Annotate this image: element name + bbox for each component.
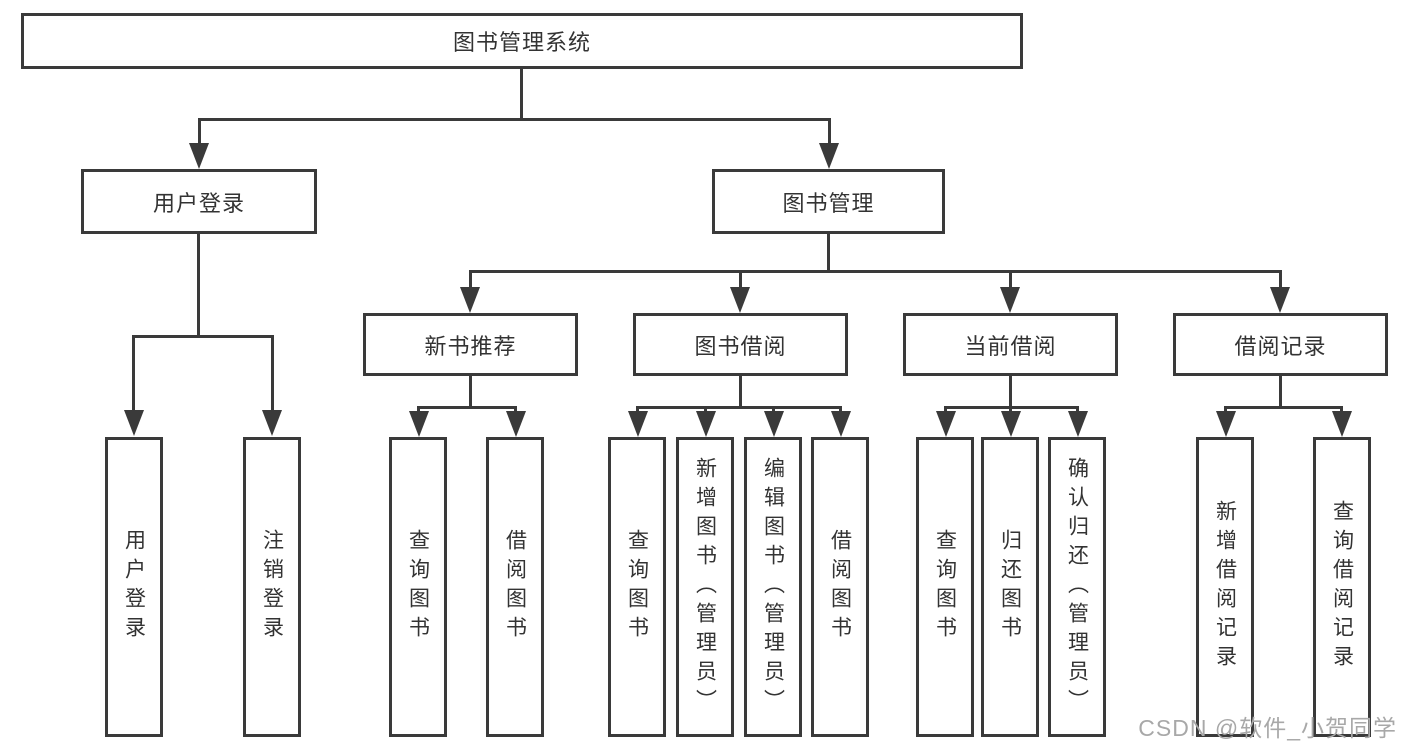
connector-line [772, 406, 775, 414]
arrow-down-icon [460, 287, 480, 313]
leaf-cb-return-books: 归还图书 [981, 437, 1039, 737]
connector-line [132, 335, 274, 338]
csdn-watermark: CSDN @软件_小贺同学 [1138, 715, 1397, 741]
connector-line [1224, 406, 1227, 414]
connector-line [704, 406, 707, 414]
arrow-down-icon [1068, 411, 1088, 437]
leaf-cb-confirm-return-admin: 确认归还（管理员） [1048, 437, 1106, 737]
connector-line [197, 234, 200, 338]
arrow-down-icon [409, 411, 429, 437]
connector-line [520, 69, 523, 119]
connector-line [1009, 376, 1012, 408]
connector-line [1076, 406, 1079, 414]
arrow-down-icon [936, 411, 956, 437]
connector-line [739, 376, 742, 408]
arrow-down-icon [730, 287, 750, 313]
leaf-br-query-record: 查询借阅记录 [1313, 437, 1371, 737]
connector-line [1009, 406, 1012, 414]
node-book-management: 图书管理 [712, 169, 945, 234]
connector-line [198, 118, 831, 121]
leaf-bb-add-books-admin: 新增图书（管理员） [676, 437, 734, 737]
arrow-down-icon [1001, 411, 1021, 437]
connector-line [271, 335, 274, 411]
arrow-down-icon [1216, 411, 1236, 437]
arrow-down-icon [124, 410, 144, 436]
node-user-login: 用户登录 [81, 169, 317, 234]
leaf-nbr-query-books: 查询图书 [389, 437, 447, 737]
node-root-library-system: 图书管理系统 [21, 13, 1023, 69]
leaf-bb-query-books: 查询图书 [608, 437, 666, 737]
arrow-down-icon [1332, 411, 1352, 437]
connector-line [417, 406, 420, 414]
connector-line [1009, 270, 1012, 289]
node-book-borrowing: 图书借阅 [633, 313, 848, 376]
arrow-down-icon [1000, 287, 1020, 313]
connector-line [1224, 406, 1343, 409]
arrow-down-icon [628, 411, 648, 437]
connector-line [1279, 270, 1282, 289]
arrow-down-icon [189, 143, 209, 169]
connector-line [1340, 406, 1343, 414]
connector-line [132, 335, 135, 411]
arrow-down-icon [764, 411, 784, 437]
leaf-bb-edit-books-admin: 编辑图书（管理员） [744, 437, 802, 737]
connector-line [1279, 376, 1282, 408]
connector-line [636, 406, 842, 409]
node-new-book-recommendation: 新书推荐 [363, 313, 578, 376]
connector-line [739, 270, 742, 289]
connector-line [514, 406, 517, 414]
leaf-logout: 注销登录 [243, 437, 301, 737]
connector-line [469, 270, 1282, 273]
connector-line [944, 406, 947, 414]
arrow-down-icon [506, 411, 526, 437]
leaf-br-add-record: 新增借阅记录 [1196, 437, 1254, 737]
arrow-down-icon [696, 411, 716, 437]
leaf-cb-query-books: 查询图书 [916, 437, 974, 737]
connector-line [417, 406, 517, 409]
connector-line [839, 406, 842, 414]
arrow-down-icon [1270, 287, 1290, 313]
connector-line [198, 118, 201, 145]
connector-line [469, 270, 472, 289]
leaf-bb-borrow-books: 借阅图书 [811, 437, 869, 737]
arrow-down-icon [831, 411, 851, 437]
leaf-user-login: 用户登录 [105, 437, 163, 737]
arrow-down-icon [819, 143, 839, 169]
connector-line [636, 406, 639, 414]
node-borrowing-records: 借阅记录 [1173, 313, 1388, 376]
arrow-down-icon [262, 410, 282, 436]
connector-line [828, 118, 831, 145]
connector-line [469, 376, 472, 408]
connector-line [827, 234, 830, 272]
node-current-borrowing: 当前借阅 [903, 313, 1118, 376]
leaf-nbr-borrow-books: 借阅图书 [486, 437, 544, 737]
